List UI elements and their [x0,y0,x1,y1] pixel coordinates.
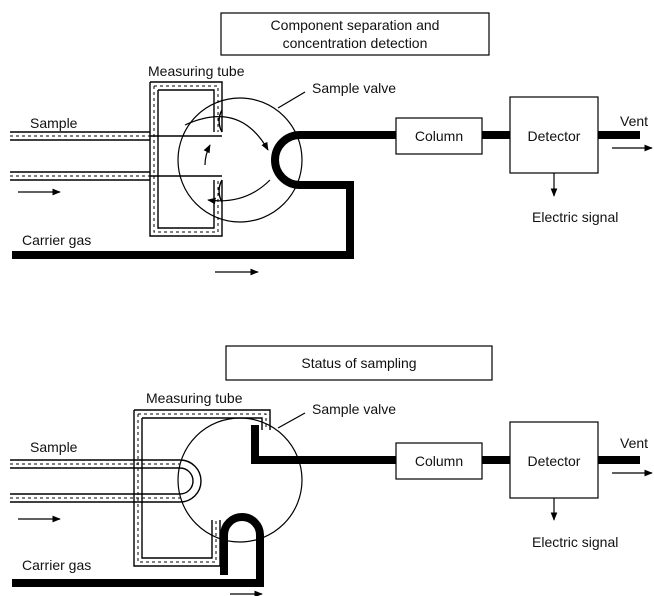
top-sample-label: Sample [30,115,78,131]
top-carrier-gas-line [12,131,640,259]
bottom-title-box [225,345,493,381]
top-sample-valve-label: Sample valve [312,80,396,96]
bottom-title: Status of sampling [301,355,416,371]
bottom-sample-label: Sample [30,439,78,455]
bottom-carrier-gas-label: Carrier gas [22,557,91,573]
bottom-sample-pipes [10,459,202,503]
top-electric-signal-label: Electric signal [532,209,618,225]
top-flow-arrow-2 [207,179,271,205]
bottom-detector-box [509,421,599,499]
bottom-column-box [395,442,483,480]
top-carrier-gas-label: Carrier gas [22,232,91,248]
top-title-line1: Component separation and [271,17,440,33]
top-flow-arrow-3 [203,144,211,166]
bottom-electric-signal-label: Electric signal [532,534,618,550]
bottom-column-label: Column [415,453,463,469]
top-panel: Component separation and concentration d… [10,12,653,276]
top-sample-valve [177,97,303,223]
bottom-measuring-tube [133,409,271,567]
bottom-panel: Status of sampling Measuring tube [10,345,653,596]
top-column-label: Column [415,128,463,144]
bottom-sample-valve [177,417,303,543]
bottom-vent-label: Vent [620,435,648,451]
bottom-measuring-tube-label: Measuring tube [146,390,243,406]
top-flow-arrow-1 [184,116,269,151]
top-detector-label: Detector [528,128,581,144]
top-title-box [220,12,490,56]
top-measuring-tube-label: Measuring tube [148,63,245,79]
bottom-carrier-gas-line [12,513,264,587]
top-detector-box [509,96,599,174]
bottom-detector-label: Detector [528,453,581,469]
top-title-line2: concentration detection [283,35,428,51]
bottom-sample-valve-label: Sample valve [312,401,396,417]
top-sample-pipes [10,131,150,181]
top-vent-label: Vent [620,113,648,129]
top-column-box [395,117,483,155]
